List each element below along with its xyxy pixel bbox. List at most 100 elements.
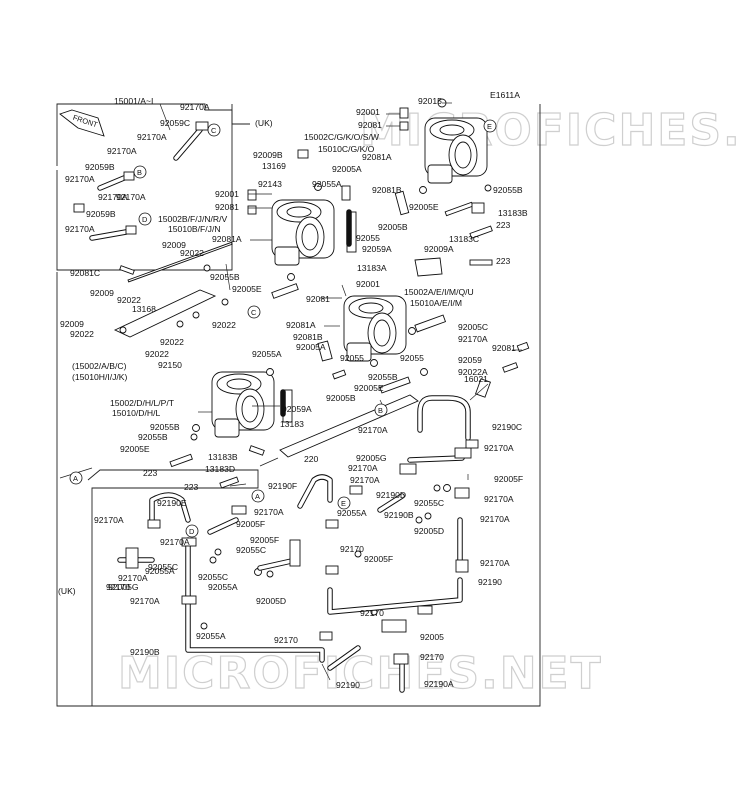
o-rings <box>119 183 492 630</box>
part-label: 92055B <box>493 185 523 195</box>
part-label: 92022 <box>145 349 169 359</box>
part-label: 92005E <box>354 383 384 393</box>
part-label: (15010H/I/J/K) <box>72 372 128 382</box>
part-label: 92170A <box>480 558 510 568</box>
part-label: 92170A <box>130 596 160 606</box>
part-label: 92055A <box>196 631 226 641</box>
part-label: 92015 <box>418 96 442 106</box>
part-label: 92170A <box>254 507 284 517</box>
part-label: 92170 <box>420 652 444 662</box>
part-label: 92005E <box>409 202 439 212</box>
part-label: 92055A <box>145 566 175 576</box>
part-label: 15010A/E/I/M <box>410 298 462 308</box>
part-label: 92081 <box>492 343 516 353</box>
uk-inset-box <box>231 104 250 125</box>
part-label: 92055B <box>368 372 398 382</box>
watermark-top: MICROFICHES.NET <box>360 105 742 156</box>
part-label: 92005G <box>108 582 139 592</box>
lower-hose-bracket <box>87 469 259 706</box>
part-label: 92009 <box>90 288 114 298</box>
part-label: 16021 <box>464 374 488 384</box>
diagram-code: E1611A <box>490 90 520 100</box>
part-label: 92170 <box>106 582 130 592</box>
part-label: 92059C <box>160 118 190 128</box>
carburetor-rear-right <box>424 117 488 184</box>
callout-b-mid: B <box>378 406 383 415</box>
part-label: 92005D <box>414 526 444 536</box>
part-label: 92055B <box>210 272 240 282</box>
part-label: 92081A <box>212 234 242 244</box>
part-label: 92190 <box>478 577 502 587</box>
uk-label-left: (UK) <box>58 586 76 596</box>
part-label: 92055 <box>356 233 380 243</box>
part-label: 223 <box>496 256 511 266</box>
callout-c-top: C <box>211 126 217 135</box>
part-label: 92005E <box>120 444 150 454</box>
callout-a-mid: A <box>255 492 260 501</box>
part-label: 15002C/G/K/O/S/W <box>304 132 380 142</box>
part-label: 92005B <box>326 393 356 403</box>
callout-d-top: D <box>142 215 147 224</box>
small-fittings <box>119 98 530 489</box>
part-label: 223 <box>184 482 199 492</box>
part-label: 92059B <box>86 209 116 219</box>
part-label: 92059A <box>362 244 392 254</box>
part-label: 92022 <box>180 248 204 258</box>
part-label: 15010/D/H/L <box>112 408 160 418</box>
vent-tubes <box>280 209 352 417</box>
part-label: (15002/A/B/C) <box>72 361 127 371</box>
part-label: 92170 <box>274 635 298 645</box>
part-label: 15001/A~I <box>114 96 153 106</box>
part-label: 13183C <box>449 234 479 244</box>
part-label: 92190F <box>268 481 297 491</box>
part-label: 92022 <box>70 329 94 339</box>
part-label: 92190 <box>336 680 360 690</box>
part-label: 92005D <box>256 596 286 606</box>
carburetor-front-right <box>343 295 407 362</box>
part-label: 92190A <box>424 679 454 689</box>
part-label: 92005F <box>494 474 523 484</box>
part-label: 92022 <box>212 320 236 330</box>
part-label: 92055C <box>236 545 266 555</box>
part-label: 92001 <box>356 279 380 289</box>
t-joints-clamps <box>125 439 479 665</box>
part-label: 92055C <box>198 572 228 582</box>
part-label: 92005F <box>236 519 265 529</box>
uk-inset-hoses <box>73 121 209 241</box>
part-number-labels: 15001/A~I92170A92059C92170A92170A92059B9… <box>60 96 528 690</box>
part-label: 92055B <box>150 422 180 432</box>
part-label: 92190E <box>157 498 187 508</box>
callout-c-mid: C <box>251 308 257 317</box>
part-label: 220 <box>304 454 319 464</box>
part-label: 92001 <box>215 189 239 199</box>
part-label: 92055C <box>414 498 444 508</box>
part-label: 92081B <box>293 332 323 342</box>
part-label: 92170A <box>160 537 190 547</box>
callout-a-left: A <box>73 474 78 483</box>
part-label: 92170A <box>116 192 146 202</box>
part-label: 15010B/F/J/N <box>168 224 221 234</box>
part-label: 13183B <box>498 208 528 218</box>
part-label: 92005A <box>296 342 326 352</box>
part-label: 13169 <box>262 161 286 171</box>
part-label: 92059A <box>282 404 312 414</box>
part-label: 92170A <box>137 132 167 142</box>
part-label: 15002/D/H/L/P/T <box>110 398 175 408</box>
part-label: 15002A/E/I/M/Q/U <box>404 287 474 297</box>
callout-b-top: B <box>137 168 142 177</box>
part-label: 92170A <box>350 475 380 485</box>
part-label: 92170 <box>360 608 384 618</box>
part-label: 92005B <box>378 222 408 232</box>
callout-e-mid: E <box>341 499 346 508</box>
callout-e-top: E <box>487 122 492 131</box>
part-label: 92009 <box>60 319 84 329</box>
part-label: 92055C <box>148 562 178 572</box>
leader-lines <box>59 102 522 681</box>
drain-hoses <box>117 395 471 693</box>
part-label: 92005 <box>420 632 444 642</box>
main-frame <box>56 104 541 707</box>
part-label: 15002B/F/J/N/R/V <box>158 214 228 224</box>
part-label: 223 <box>143 468 158 478</box>
part-label: 92005F <box>364 554 393 564</box>
